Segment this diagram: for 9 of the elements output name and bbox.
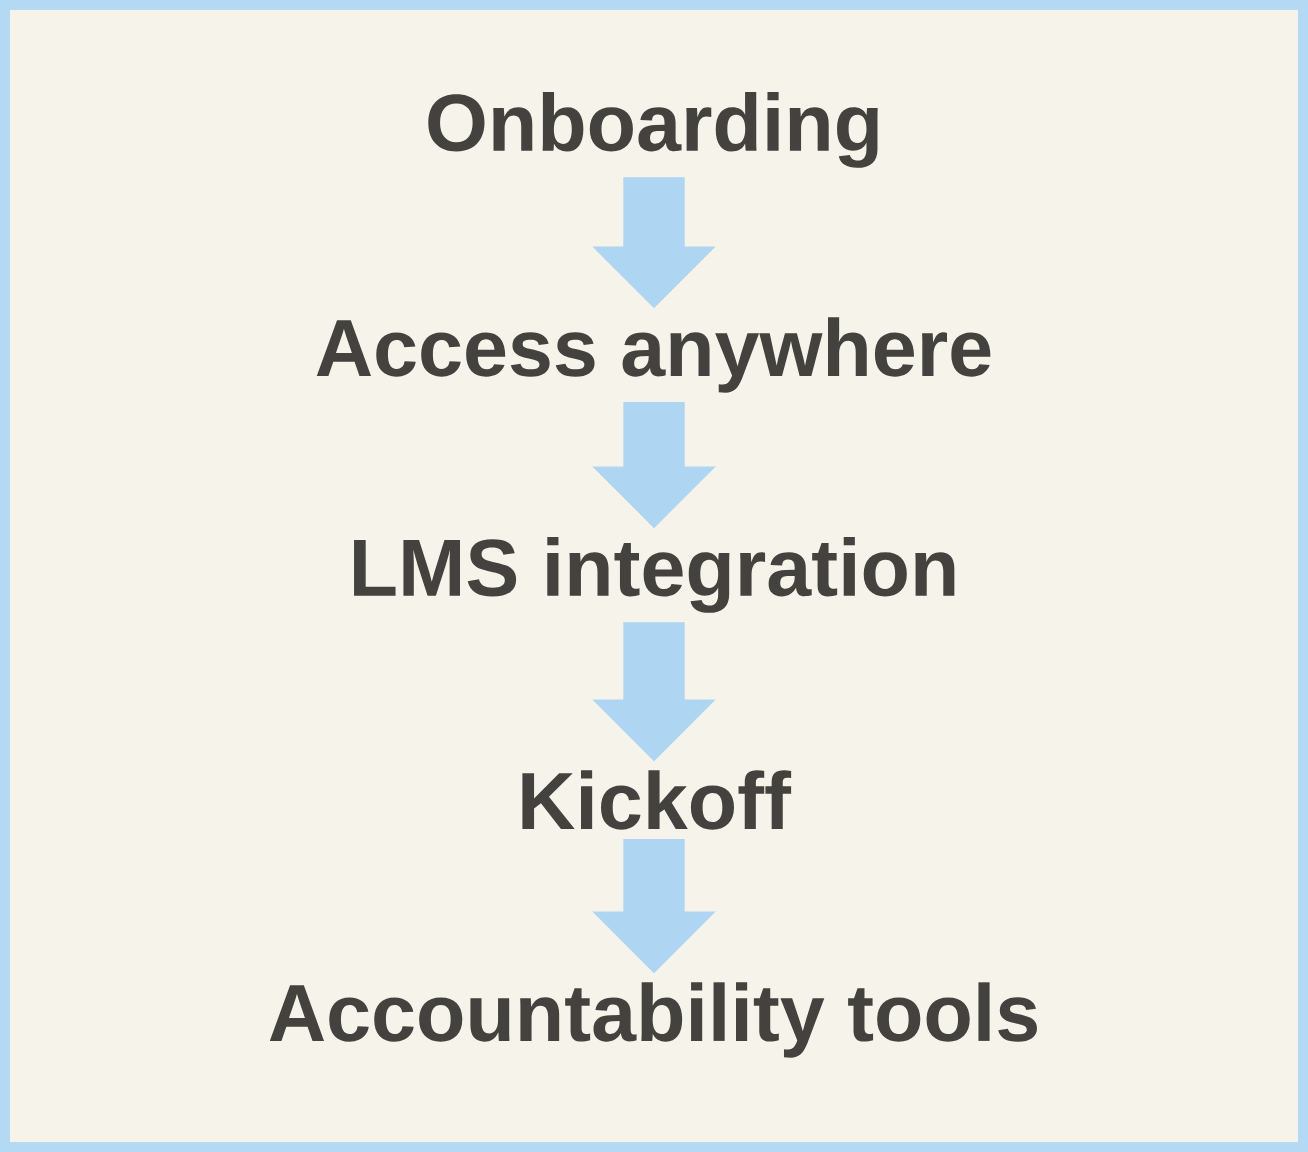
step-label: Kickoff <box>522 770 792 830</box>
block-arrow <box>592 622 716 762</box>
step-label: Onboarding <box>428 92 878 168</box>
step-label: Access anywhere <box>316 317 991 393</box>
step-label: LMS integration <box>354 537 955 613</box>
block-arrow <box>592 177 716 309</box>
block-arrow <box>592 401 716 529</box>
block-arrow <box>592 838 716 974</box>
step-label: Accountability tools <box>269 982 1037 1058</box>
